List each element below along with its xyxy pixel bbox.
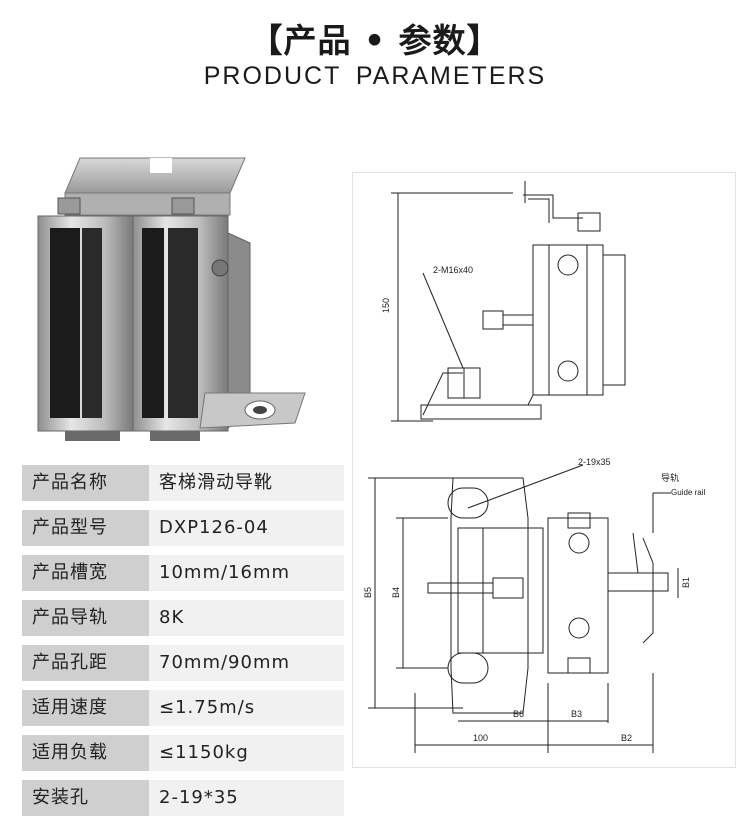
spec-label: 产品导轨	[22, 600, 149, 636]
spec-row-rail: 产品导轨 8K	[22, 600, 344, 636]
spec-row-name: 产品名称 客梯滑动导靴	[22, 465, 344, 501]
spec-value: 10mm/16mm	[159, 562, 291, 583]
bolt-label: 2-M16x40	[433, 265, 473, 275]
spec-label: 产品槽宽	[22, 555, 149, 591]
product-photo	[37, 157, 306, 441]
spec-value: 客梯滑动导靴	[159, 472, 273, 493]
hole-label: 2-19x35	[578, 457, 611, 467]
spec-row-hole-distance: 产品孔距 70mm/90mm	[22, 645, 344, 681]
spec-label: 适用速度	[22, 690, 149, 726]
spec-value: 70mm/90mm	[159, 652, 291, 673]
dim-b1: B1	[681, 577, 691, 588]
spec-value: DXP126-04	[159, 517, 269, 538]
spec-value: ≤1.75m/s	[159, 697, 256, 718]
dim-100: 100	[473, 733, 488, 743]
spec-label: 适用负载	[22, 735, 149, 771]
spec-value: 8K	[159, 607, 185, 628]
spec-value: ≤1150kg	[159, 742, 249, 763]
spec-row-load: 适用负载 ≤1150kg	[22, 735, 344, 771]
page-title: 【产品 • 参数】	[249, 21, 501, 60]
guide-rail-en-label: Guide rail	[671, 488, 705, 497]
spec-row-mounting-hole: 安装孔 2-19*35	[22, 780, 344, 816]
dim-height-label: 150	[381, 298, 391, 313]
spec-label: 产品型号	[22, 510, 149, 546]
page-subtitle: PRODUCT PARAMETERS	[203, 62, 547, 90]
dim-b6: B6	[513, 709, 524, 719]
spec-row-speed: 适用速度 ≤1.75m/s	[22, 690, 344, 726]
technical-drawing: 150 2-M16x40	[352, 172, 736, 768]
dim-b3: B3	[571, 709, 582, 719]
spec-table: 产品名称 客梯滑动导靴 产品型号 DXP126-04 产品槽宽 10mm/16m…	[22, 465, 344, 825]
spec-label: 产品名称	[22, 465, 149, 501]
spec-row-model: 产品型号 DXP126-04	[22, 510, 344, 546]
dim-b2: B2	[621, 733, 632, 743]
spec-row-slot-width: 产品槽宽 10mm/16mm	[22, 555, 344, 591]
dim-b4: B4	[391, 587, 401, 598]
spec-label: 产品孔距	[22, 645, 149, 681]
spec-label: 安装孔	[22, 780, 149, 816]
dim-b5: B5	[363, 587, 373, 598]
spec-value: 2-19*35	[159, 787, 239, 808]
guide-rail-cn-label: 导轨	[661, 472, 679, 483]
